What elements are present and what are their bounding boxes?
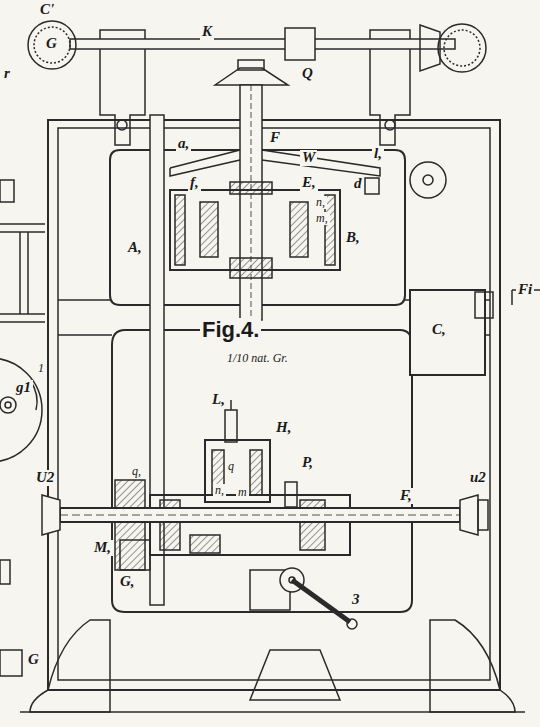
part-label: W [300,150,317,166]
part-label: K [200,24,214,40]
part-label: G [44,36,59,52]
part-label: f, [188,175,201,191]
part-label: m, [314,212,330,225]
figure-caption: Fig.4. [200,318,261,341]
part-label: n, [213,484,226,497]
part-label: E, [300,175,318,191]
part-label: q, [130,465,143,478]
part-label: C' [38,2,56,18]
part-label: F [268,130,282,146]
part-label: g1 [14,380,33,396]
part-label: m [236,486,249,499]
part-label: U2 [34,470,56,486]
part-label: M, [92,540,113,556]
part-label: H, [274,420,293,436]
part-label: Q [300,66,315,82]
part-label: u2 [468,470,488,486]
scale-note: 1/10 nat. Gr. [225,352,290,365]
part-label: C, [430,322,448,338]
part-label: P, [300,455,315,471]
part-label: r [2,66,12,82]
part-label: l, [372,146,384,162]
part-label: 1 [36,362,46,375]
part-label: L, [210,392,227,408]
part-label: d [352,176,364,192]
part-label: G, [118,574,137,590]
part-label: a, [176,136,191,152]
part-label: q [226,460,236,473]
part-label: A, [126,240,144,256]
part-label: B, [344,230,362,246]
part-label: F, [398,488,414,504]
part-label: n, [314,196,327,209]
part-label: Fi [516,282,534,298]
part-label: G [26,652,41,668]
part-label: 3 [350,592,362,608]
